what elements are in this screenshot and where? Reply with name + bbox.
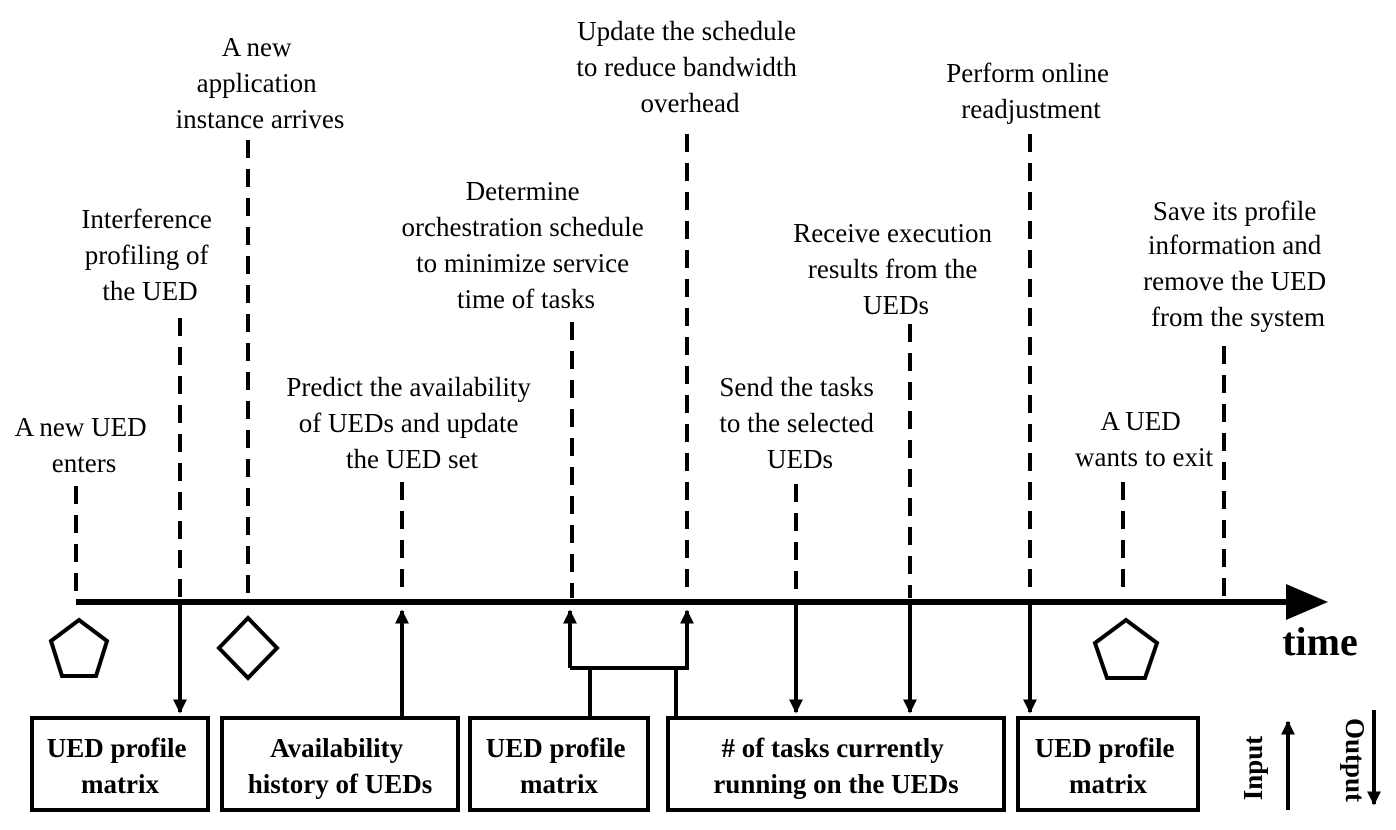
pentagon-icon	[1092, 617, 1160, 680]
axis-label-time: time	[1282, 619, 1358, 664]
event-save-profile: Save its profile information and remove …	[1143, 196, 1333, 332]
data-boxes	[30, 716, 1200, 812]
box-availability-history	[220, 716, 460, 812]
event-markers	[74, 134, 1226, 598]
data-arrows	[173, 604, 1037, 716]
event-online-readjustment: Perform online readjustment	[946, 58, 1115, 124]
event-determine-schedule: Determine orchestration schedule to mini…	[402, 176, 651, 314]
box-ued-profile-matrix-3	[1016, 716, 1200, 812]
event-interference-profiling: Interference profiling of the UED	[81, 204, 218, 306]
legend-output-label: Output	[1340, 718, 1370, 802]
box-tasks-running	[666, 716, 1006, 812]
box-label-tasks-running: # of tasks currently running on the UEDs	[713, 733, 958, 799]
box-label-ued-profile-matrix-3: UED profile matrix	[1035, 733, 1182, 799]
event-send-tasks: Send the tasks to the selected UEDs	[719, 372, 880, 474]
event-update-schedule: Update the schedule to reduce bandwidth …	[576, 16, 803, 118]
legend: Input Output	[1238, 710, 1381, 810]
box-label-availability-history: Availability history of UEDs	[248, 733, 433, 799]
box-label-ued-profile-matrix-2: UED profile matrix	[486, 733, 633, 799]
time-axis	[76, 584, 1328, 620]
box-ued-profile-matrix-1	[30, 716, 210, 812]
input-connector-branch	[570, 611, 689, 670]
event-new-app-instance: A new application instance arrives	[176, 32, 345, 134]
event-ued-enters: A new UED enters	[15, 412, 154, 478]
event-receive-results: Receive execution results from the UEDs	[793, 218, 998, 320]
box-ued-profile-matrix-2	[468, 716, 650, 812]
event-predict-availability: Predict the availability of UEDs and upd…	[286, 372, 537, 474]
legend-input-label: Input	[1238, 736, 1268, 801]
input-connector	[588, 666, 678, 716]
diamond-icon	[216, 615, 280, 681]
pentagon-icon	[48, 617, 110, 678]
box-label-ued-profile-matrix-1: UED profile matrix	[47, 733, 194, 799]
event-ued-exit: A UED wants to exit	[1075, 406, 1213, 472]
